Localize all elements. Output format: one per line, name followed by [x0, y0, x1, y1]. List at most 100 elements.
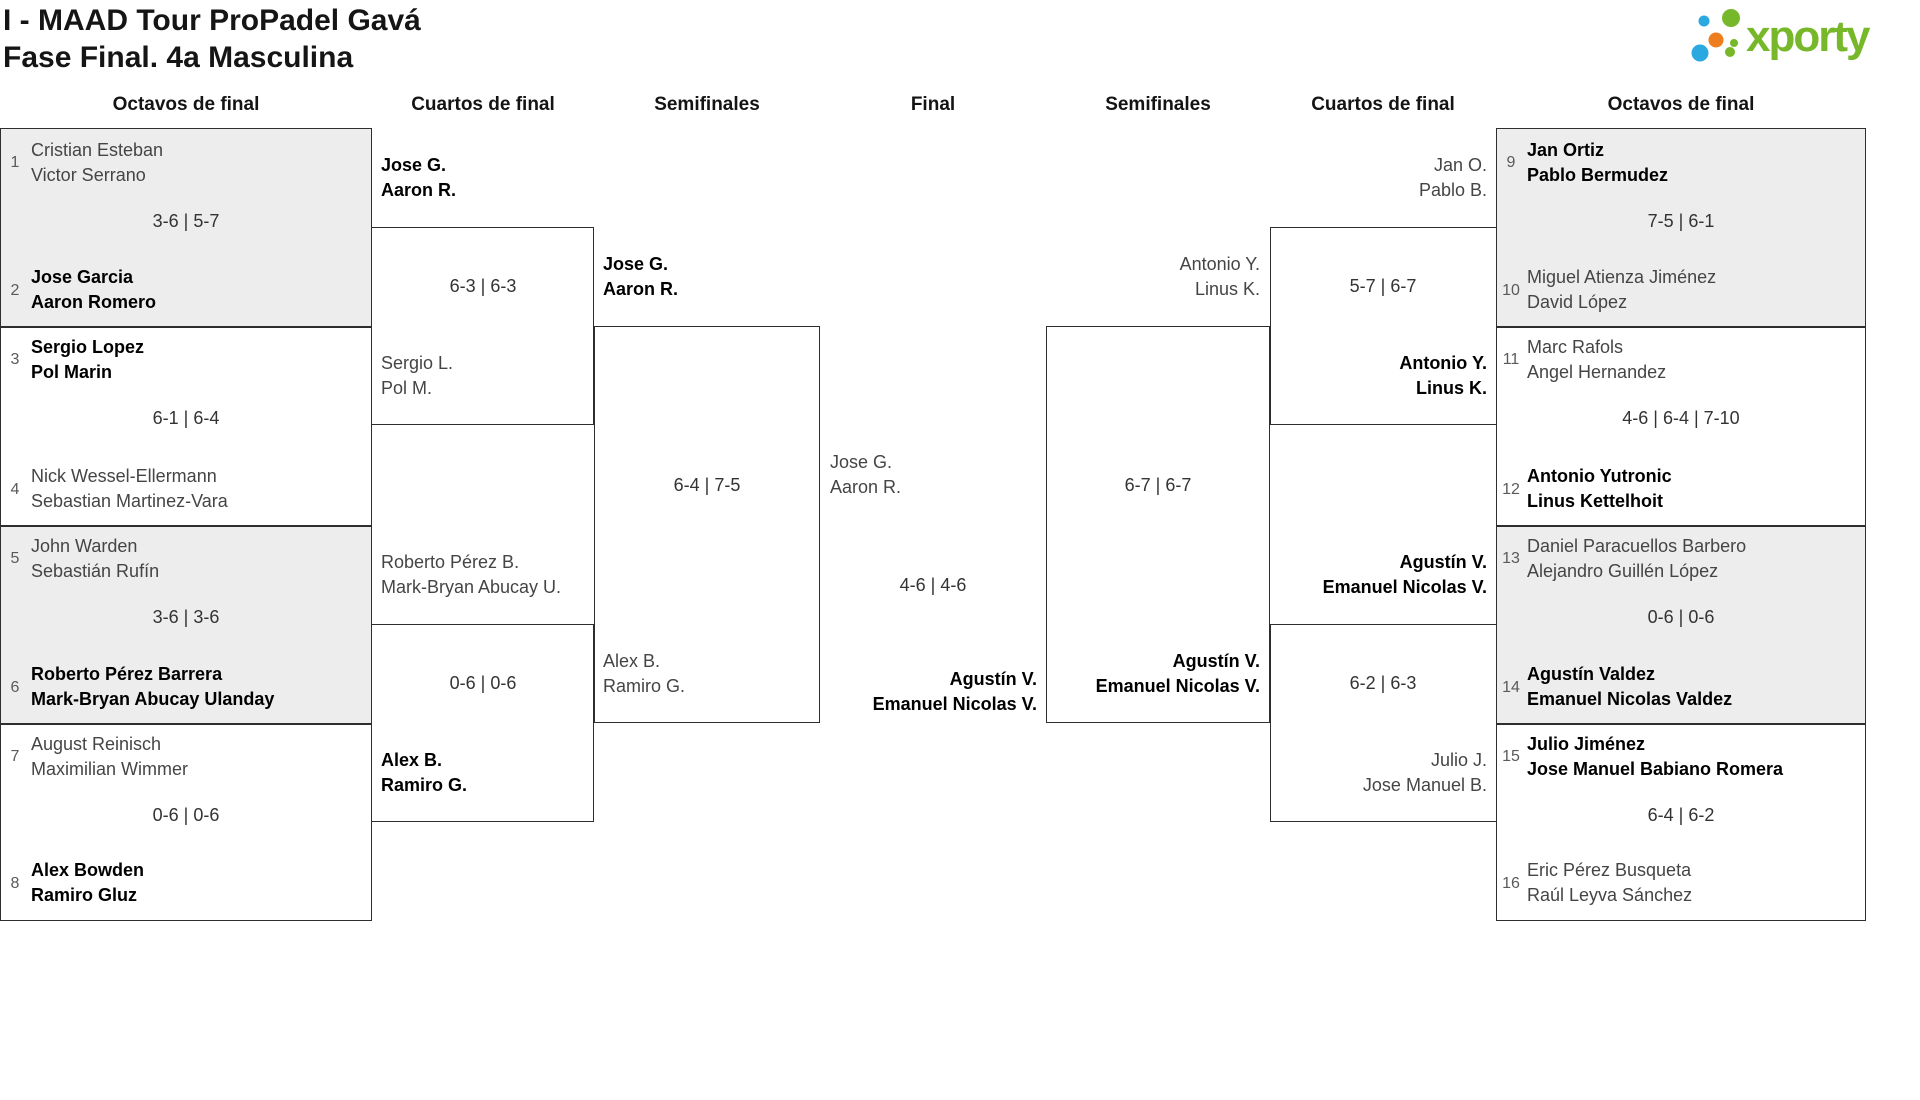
match-score: 6-4 | 6-2 — [1647, 805, 1715, 825]
player-name: Agustín Valdez — [1527, 664, 1656, 684]
match-score: 0-6 | 0-6 — [152, 805, 220, 825]
match-score: 6-2 | 6-3 — [1349, 673, 1417, 693]
player-name: Aaron R. — [830, 477, 902, 497]
player-name: Raúl Leyva Sánchez — [1527, 885, 1693, 905]
team-names[interactable]: Eric Pérez Busqueta Raúl Leyva Sánchez — [1527, 858, 1692, 908]
team-names[interactable]: Alex B. Ramiro G. — [603, 649, 685, 699]
player-name: Sergio L. — [381, 353, 454, 373]
player-name: Julio Jiménez — [1527, 734, 1646, 754]
seed-number: 14 — [1502, 679, 1520, 696]
round-header-octavos-right: Octavos de final — [1607, 94, 1755, 115]
seed-number: 9 — [1506, 154, 1516, 171]
team-names[interactable]: Alex Bowden Ramiro Gluz — [31, 858, 144, 908]
player-name: Mark-Bryan Abucay Ulanday — [31, 689, 275, 709]
player-name: Emanuel Nicolas Valdez — [1527, 689, 1733, 709]
match-divider-line — [1, 326, 371, 328]
player-name: Jose G. — [830, 452, 893, 472]
match-score: 3-6 | 3-6 — [152, 607, 220, 627]
team-names[interactable]: Marc Rafols Angel Hernandez — [1527, 335, 1666, 385]
player-name: Linus K. — [1416, 378, 1487, 398]
player-name: Miguel Atienza Jiménez — [1527, 267, 1717, 287]
team-names[interactable]: Roberto Pérez B. Mark-Bryan Abucay U. — [381, 550, 561, 600]
team-names[interactable]: John Warden Sebastián Rufín — [31, 534, 159, 584]
player-name: Marc Rafols — [1527, 337, 1624, 357]
team-names[interactable]: Julio Jiménez Jose Manuel Babiano Romera — [1527, 732, 1783, 782]
team-names[interactable]: Miguel Atienza Jiménez David López — [1527, 265, 1716, 315]
team-names[interactable]: Jose G. Aaron R. — [830, 450, 901, 500]
round-header-octavos-left: Octavos de final — [112, 94, 260, 115]
player-name: Emanuel Nicolas V. — [1322, 577, 1487, 597]
seed-number: 10 — [1502, 282, 1520, 299]
player-name: Jose G. — [381, 155, 447, 175]
match-octavos-3: 5 John Warden Sebastián Rufín 3-6 | 3-6 … — [1, 525, 371, 723]
match-octavos-1: 1 Cristian Esteban Victor Serrano 3-6 | … — [1, 129, 371, 326]
player-name: John Warden — [31, 536, 138, 556]
match-divider-line — [1, 723, 371, 725]
bracket-line-box-cuartos-left-1 — [372, 227, 594, 425]
player-name: Aaron R. — [603, 279, 679, 299]
player-name: Aaron R. — [381, 180, 457, 200]
team-names[interactable]: Alex B. Ramiro G. — [381, 748, 467, 798]
team-names[interactable]: Agustín V. Emanuel Nicolas V. — [1046, 649, 1260, 699]
team-names[interactable]: Daniel Paracuellos Barbero Alejandro Gui… — [1527, 534, 1746, 584]
team-names[interactable]: Cristian Esteban Victor Serrano — [31, 138, 163, 188]
page-title: I - MAAD Tour ProPadel Gavá Fase Final. … — [3, 2, 421, 76]
bracket-line-box-cuartos-right-1 — [1270, 227, 1496, 425]
player-name: Ramiro Gluz — [31, 885, 138, 905]
player-name: Antonio Y. — [1399, 353, 1487, 373]
player-name: Jose G. — [603, 254, 669, 274]
team-names[interactable]: Antonio Y. Linus K. — [1046, 252, 1260, 302]
team-names[interactable]: Jose G. Aaron R. — [381, 153, 456, 203]
match-score: 0-6 | 0-6 — [1647, 607, 1715, 627]
team-names[interactable]: Antonio Yutronic Linus Kettelhoit — [1527, 464, 1672, 514]
match-octavos-5: 9 Jan Ortiz Pablo Bermudez 7-5 | 6-1 Mig… — [1497, 129, 1865, 326]
bracket-line-box-semis-left — [594, 326, 820, 723]
team-names[interactable]: Agustín Valdez Emanuel Nicolas Valdez — [1527, 662, 1732, 712]
match-octavos-8: 15 Julio Jiménez Jose Manuel Babiano Rom… — [1497, 723, 1865, 919]
round-header-final: Final — [910, 94, 956, 115]
player-name: Angel Hernandez — [1527, 362, 1667, 382]
logo-wordmark: xporty — [1746, 12, 1871, 61]
team-names[interactable]: Antonio Y. Linus K. — [1270, 351, 1487, 401]
match-divider-line — [1497, 723, 1865, 725]
seed-number: 3 — [10, 351, 20, 368]
team-names[interactable]: Julio J. Jose Manuel B. — [1270, 748, 1487, 798]
seed-number: 11 — [1502, 351, 1520, 368]
player-name: August Reinisch — [31, 734, 162, 754]
match-divider-line — [1497, 326, 1865, 328]
seed-number: 16 — [1502, 875, 1520, 892]
player-name: Pol Marin — [31, 362, 113, 382]
team-names[interactable]: Agustín V. Emanuel Nicolas V. — [1270, 550, 1487, 600]
match-score: 5-7 | 6-7 — [1349, 276, 1417, 296]
seed-number: 15 — [1502, 748, 1520, 765]
brand-logo[interactable]: xporty — [1688, 0, 1920, 64]
player-name: Antonio Yutronic — [1527, 466, 1672, 486]
match-octavos-4: 7 August Reinisch Maximilian Wimmer 0-6 … — [1, 723, 371, 919]
match-score: 7-5 | 6-1 — [1647, 211, 1715, 231]
player-name: Alejandro Guillén López — [1527, 561, 1719, 581]
team-names[interactable]: Roberto Pérez Barrera Mark-Bryan Abucay … — [31, 662, 274, 712]
team-names[interactable]: Jan Ortiz Pablo Bermudez — [1527, 138, 1668, 188]
team-names[interactable]: Sergio Lopez Pol Marin — [31, 335, 144, 385]
match-score: 6-4 | 7-5 — [673, 475, 741, 495]
team-names[interactable]: August Reinisch Maximilian Wimmer — [31, 732, 188, 782]
player-name: Antonio Y. — [1179, 254, 1260, 274]
match-score: 6-3 | 6-3 — [449, 276, 517, 296]
player-name: Aaron Romero — [31, 292, 157, 312]
team-names[interactable]: Jan O. Pablo B. — [1270, 153, 1487, 203]
team-names[interactable]: Sergio L. Pol M. — [381, 351, 453, 401]
shaded-match-bg — [1497, 129, 1865, 326]
player-name: Mark-Bryan Abucay U. — [381, 577, 562, 597]
player-name: Roberto Pérez B. — [381, 552, 520, 572]
player-name: Maximilian Wimmer — [31, 759, 188, 779]
team-names[interactable]: Jose Garcia Aaron Romero — [31, 265, 156, 315]
player-name: Pol M. — [381, 378, 433, 398]
team-names[interactable]: Nick Wessel-Ellermann Sebastian Martinez… — [31, 464, 228, 514]
match-score: 6-1 | 6-4 — [152, 408, 220, 428]
team-names[interactable]: Agustín V. Emanuel Nicolas V. — [820, 667, 1037, 717]
player-name: Daniel Paracuellos Barbero — [1527, 536, 1747, 556]
team-names[interactable]: Jose G. Aaron R. — [603, 252, 678, 302]
player-name: Alex Bowden — [31, 860, 145, 880]
seed-number: 1 — [10, 154, 20, 171]
player-name: Agustín V. — [1172, 651, 1260, 671]
